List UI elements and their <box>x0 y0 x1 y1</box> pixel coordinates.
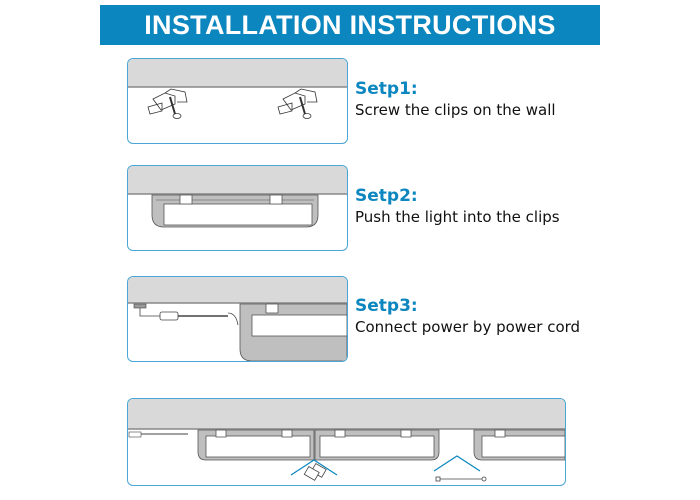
linking-cable-icon <box>435 476 487 482</box>
clip-screw-icon <box>147 88 188 119</box>
clip-icon <box>265 303 279 314</box>
clip-icon <box>494 429 506 438</box>
step1-description: Screw the clips on the wall <box>355 101 556 119</box>
step2-text: Setp2: Push the light into the clips <box>355 186 560 228</box>
linked-lights-illustration <box>127 398 566 486</box>
step3-text: Setp3: Connect power by power cord <box>355 296 580 338</box>
multiple-lights-connected <box>128 399 565 482</box>
step1-illustration <box>127 58 348 144</box>
wall-with-clips <box>128 59 347 119</box>
connector-icon <box>303 462 327 481</box>
step2-label: Setp2: <box>355 186 418 206</box>
step2-illustration <box>127 165 348 251</box>
clip-icon <box>400 429 412 438</box>
clip-screw-icon <box>277 88 318 119</box>
light-with-power-cord <box>128 277 347 361</box>
clip-icon <box>334 429 346 438</box>
step3-description: Connect power by power cord <box>355 318 581 336</box>
clip-icon <box>269 194 283 205</box>
step3-label: Setp3: <box>355 296 418 316</box>
step1-label: Setp1: <box>355 79 418 99</box>
plug-icon <box>128 431 142 438</box>
plug-icon <box>133 303 147 309</box>
clip-icon <box>281 429 293 438</box>
step2-description: Push the light into the clips <box>355 208 560 226</box>
step3-illustration <box>127 276 348 362</box>
light-in-clips <box>128 166 347 228</box>
switch-icon <box>159 311 179 321</box>
clip-icon <box>215 429 227 438</box>
clip-icon <box>179 194 193 205</box>
step1-text: Setp1: Screw the clips on the wall <box>355 79 556 121</box>
title-banner: INSTALLATION INSTRUCTIONS <box>100 5 600 45</box>
